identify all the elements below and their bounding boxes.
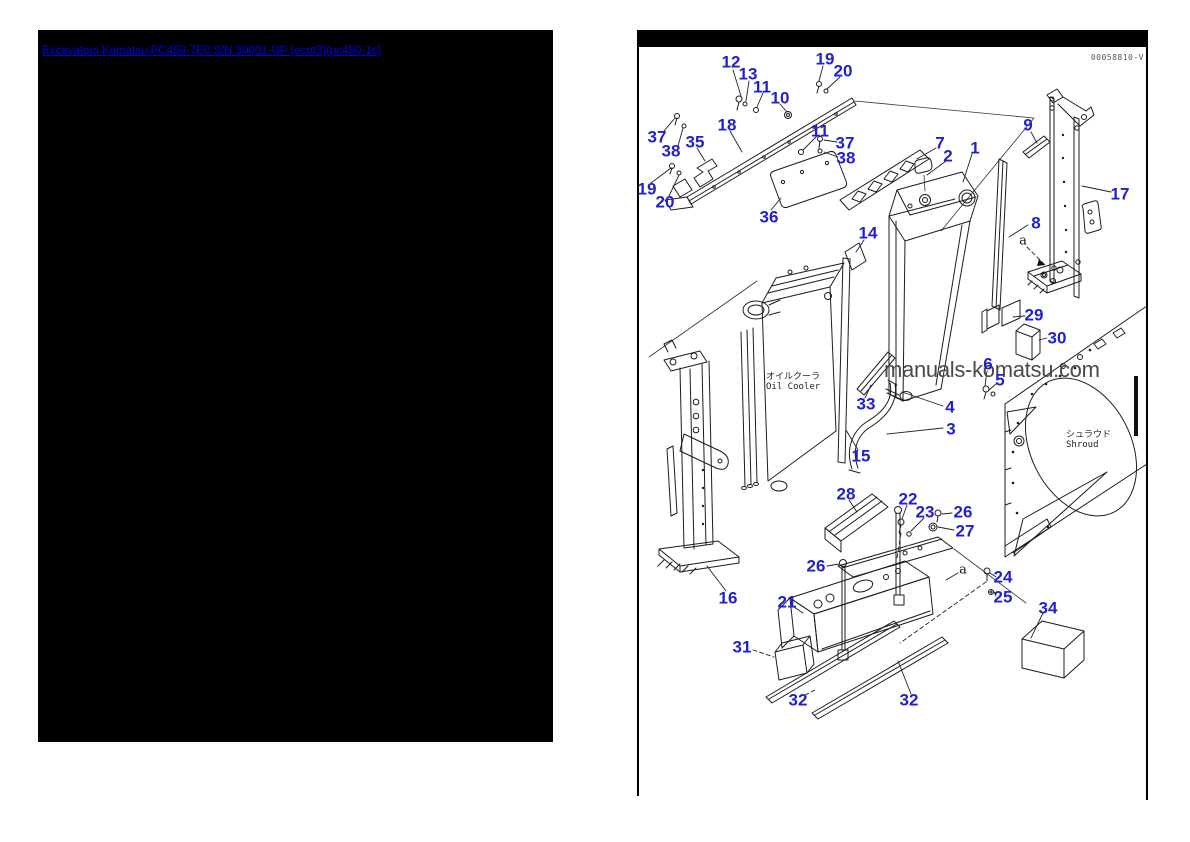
- callout-10: 10: [770, 88, 790, 108]
- shroud-label-jp: シュラウド: [1066, 430, 1112, 440]
- bottom-strips: [765, 620, 949, 720]
- callout-17: 17: [1110, 184, 1130, 204]
- leader-lines: [650, 65, 1112, 696]
- serrated-strip: [839, 149, 930, 211]
- oil-cooler-label: オイルクーラ Oil Cooler: [766, 372, 820, 392]
- callout-18: 18: [717, 115, 737, 135]
- left-black-panel: Excavators Komatsu PC450-7E0 S/N 30001-U…: [38, 30, 553, 742]
- callout-27: 27: [955, 521, 975, 541]
- oil-cooler-label-en: Oil Cooler: [766, 382, 821, 392]
- construction-lines: [648, 100, 1035, 604]
- callout-1: 1: [970, 138, 980, 158]
- callout-37: 37: [835, 133, 855, 153]
- drawing-number: 00058810-V: [1090, 53, 1144, 62]
- hose: [848, 379, 996, 474]
- callout-20: 20: [833, 61, 853, 81]
- callout-32: 32: [899, 690, 919, 710]
- callout-5: 5: [995, 370, 1005, 390]
- callout-8: 8: [1031, 213, 1041, 233]
- callout-25: 25: [993, 587, 1013, 607]
- oil-cooler: [740, 262, 845, 492]
- callout-28: 28: [836, 484, 856, 504]
- radiator: [888, 157, 979, 402]
- callout-31: 31: [732, 637, 752, 657]
- shroud-label: シュラウド Shroud: [1066, 430, 1111, 450]
- arrowhead: [1037, 259, 1045, 266]
- diagram-right-border: [1146, 47, 1148, 800]
- shroud-label-en: Shroud: [1066, 440, 1099, 450]
- callout-11: 11: [753, 77, 771, 97]
- seal-strips: [837, 135, 1051, 464]
- callout-30: 30: [1047, 328, 1067, 348]
- breadcrumb-link[interactable]: Excavators Komatsu PC450-7E0 S/N 30001-U…: [42, 45, 382, 57]
- callout-3: 3: [946, 419, 956, 439]
- callout-34: 34: [1038, 598, 1058, 618]
- rubber-blocks: [774, 620, 1085, 681]
- mount-pads: [981, 299, 1041, 361]
- callout-36: 36: [759, 207, 779, 227]
- callout-23: 23: [915, 502, 935, 522]
- callout-29: 29: [1024, 305, 1044, 325]
- callout-14: 14: [858, 223, 878, 243]
- callout-22: 22: [898, 489, 918, 509]
- callout-15: 15: [851, 446, 871, 466]
- callout-24: 24: [993, 567, 1013, 587]
- callout-38: 38: [661, 141, 681, 161]
- callout-37: 37: [647, 127, 667, 147]
- callout-16: 16: [718, 588, 738, 608]
- diagram-top-bar: [637, 30, 1148, 47]
- callout-33: 33: [856, 394, 876, 414]
- diagram-left-border: [637, 47, 639, 796]
- oil-cooler-label-jp: オイルクーラ: [766, 372, 821, 382]
- shroud: [1004, 305, 1148, 558]
- callout-12: 12: [721, 52, 741, 72]
- callout-2: 2: [943, 146, 953, 166]
- callout-32: 32: [788, 690, 808, 710]
- callout-9: 9: [1023, 115, 1033, 135]
- callout-4: 4: [945, 397, 955, 417]
- callout-7: 7: [935, 133, 945, 153]
- callout-20: 20: [655, 192, 675, 212]
- callout-19: 19: [815, 49, 835, 69]
- watermark: manuals-komatsu.com: [884, 357, 1100, 382]
- callout-11: 11: [811, 121, 829, 141]
- callout-26: 26: [806, 556, 826, 576]
- lower-support: [777, 506, 994, 661]
- callout-26: 26: [953, 502, 973, 522]
- callout-a: a: [1019, 233, 1027, 249]
- upper-support-bar: [664, 81, 857, 211]
- callout-a: a: [959, 562, 967, 578]
- callout-6: 6: [983, 354, 993, 374]
- channel-bracket: [824, 493, 889, 553]
- cooler-stand: [657, 339, 740, 575]
- callout-13: 13: [738, 64, 758, 84]
- rear-frame: [1027, 88, 1102, 299]
- callout-21: 21: [777, 592, 797, 612]
- callout-38: 38: [836, 148, 856, 168]
- callout-19: 19: [637, 179, 657, 199]
- callout-35: 35: [685, 132, 705, 152]
